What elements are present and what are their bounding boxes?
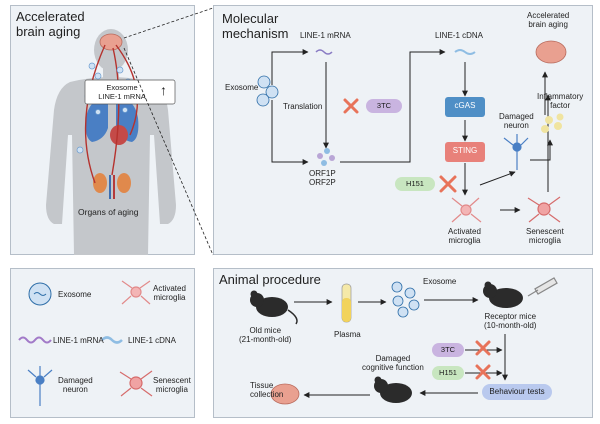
orf-proteins-icon <box>317 148 335 166</box>
organs-of-aging-label: Organs of aging <box>78 207 139 217</box>
pathway-arrows <box>271 49 553 213</box>
line1-cdna-label: LINE-1 cDNA <box>435 31 484 40</box>
animal-exosome-icons <box>391 281 420 318</box>
animal-exosome-label: Exosome <box>423 277 457 286</box>
inflammatory-factor-icon <box>541 113 564 133</box>
behaviour-tests-box: Behaviour tests <box>482 384 552 400</box>
exosome-label-box <box>84 79 176 105</box>
inhibitor-h151: H151 <box>395 177 435 191</box>
legend-line1-cdna-icon <box>101 336 123 344</box>
legend-damaged-neuron-icon <box>27 366 53 406</box>
legend-senescent-microglia-icon <box>119 370 153 397</box>
tissue-brain-icon <box>270 383 300 405</box>
legend-activated-microglia-icon <box>121 280 151 305</box>
senescent-microglia-icon <box>527 196 561 223</box>
accelerated-brain-icon <box>535 40 567 64</box>
inhibit-cross-3tc <box>343 98 359 114</box>
sting-box: STING <box>445 142 485 162</box>
animal-inhibitor-3tc: 3TC <box>432 343 464 357</box>
syringe-icon <box>527 277 558 297</box>
activated-microglia-icon <box>451 197 482 223</box>
animal-inhibit-crosses <box>475 340 491 380</box>
legend-line1-mrna-icon <box>18 336 52 344</box>
molecular-panel-title: Molecular mechanism <box>222 11 289 41</box>
exosome-label: Exosome <box>225 83 259 92</box>
receptor-mouse-icon <box>483 281 523 308</box>
inhibit-cross-h151 <box>439 175 457 193</box>
zoom-line-bottom <box>123 47 214 256</box>
human-panel-title: Accelerated brain aging <box>16 9 85 39</box>
damaged-mouse-icon <box>374 376 412 403</box>
exosome-box-label: Exosome LINE-1 mRNA <box>98 83 146 101</box>
legend-senescent-label: Senescent microglia <box>153 376 191 394</box>
legend-line1-cdna-label: LINE-1 cDNA <box>128 336 177 345</box>
legend-line1-mrna-label: LINE-1 mRNA <box>53 336 104 345</box>
line1-mrna-label: LINE-1 mRNA <box>300 31 351 40</box>
cgas-box: cGAS <box>445 97 485 117</box>
legend-activated-label: Activated microglia <box>153 284 186 302</box>
legend-damaged-label: Damaged neuron <box>58 376 93 394</box>
zoom-line-top <box>123 7 214 39</box>
activated-microglia-label: Activated microglia <box>448 227 481 245</box>
orf-label: ORF1P ORF2P <box>309 169 336 187</box>
plasma-tube-icon <box>341 283 352 323</box>
damaged-cognitive-label: Damaged cognitive function <box>362 354 424 372</box>
animal-inhibitor-h151: H151 <box>432 366 464 380</box>
animal-panel-title: Animal procedure <box>219 272 321 287</box>
up-arrow-icon: ↑ <box>160 82 167 98</box>
legend-exosome-label: Exosome <box>58 290 92 299</box>
senescent-microglia-label: Senescent microglia <box>526 227 564 245</box>
heart-icon <box>110 125 128 145</box>
exosome-cluster <box>256 75 279 107</box>
plasma-label: Plasma <box>334 330 361 339</box>
receptor-mice-label: Receptor mice (10-month-old) <box>484 312 537 330</box>
line1-mrna-squiggle <box>315 49 333 55</box>
inflammatory-factor-label: Inflammatory factor <box>537 92 584 110</box>
accelerated-aging-label: Accelerated brain aging <box>527 11 570 29</box>
damaged-neuron-label: Damaged neuron <box>499 112 534 130</box>
tissue-collection-label: Tissue collection <box>250 381 284 399</box>
damaged-neuron-icon <box>503 134 529 170</box>
kidneys-icon <box>93 173 131 199</box>
translation-label: Translation <box>283 102 323 111</box>
old-mouse-icon <box>250 290 298 325</box>
molecular-panel <box>213 5 593 255</box>
line1-cdna-squiggle <box>454 49 476 55</box>
inhibitor-3tc: 3TC <box>366 99 402 113</box>
old-mice-label: Old mice (21-month-old) <box>239 326 292 344</box>
